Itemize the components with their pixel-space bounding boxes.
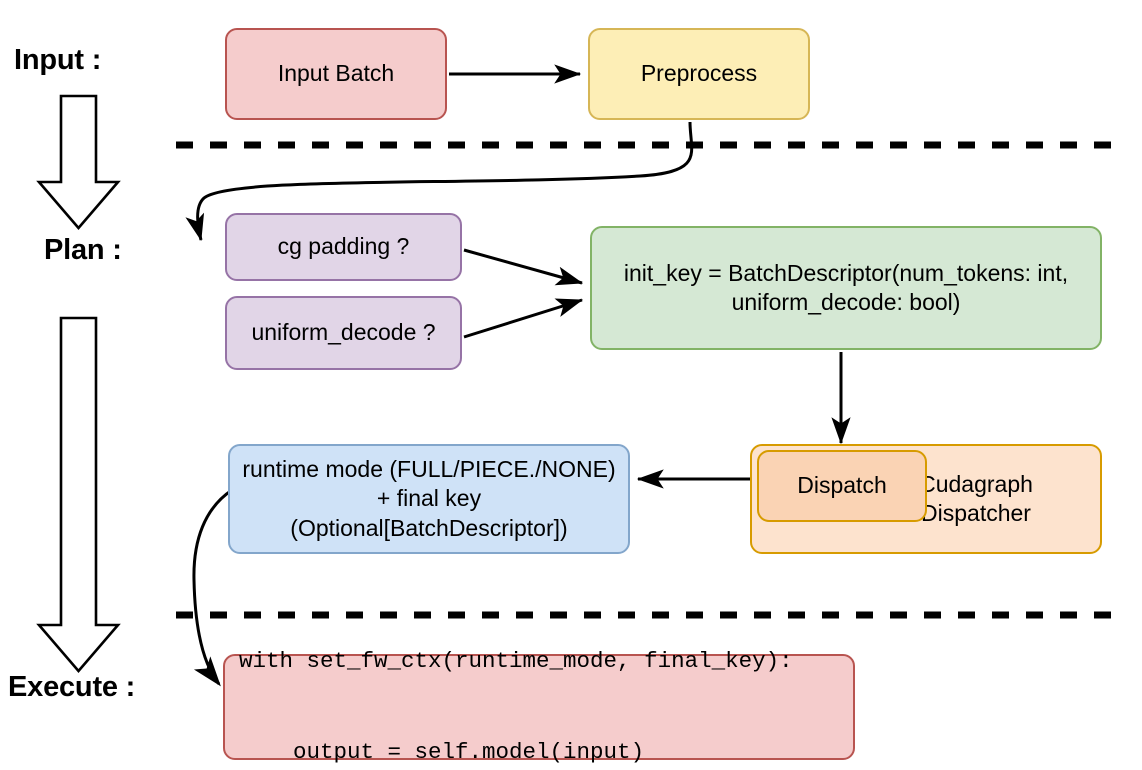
connector-runtime-mode-to-code-block xyxy=(192,488,233,687)
node-uniform-decode[interactable]: uniform_decode ? xyxy=(225,296,462,370)
node-runtime-mode[interactable]: runtime mode (FULL/PIECE./NONE) + final … xyxy=(228,444,630,554)
input-to-plan-block-arrow xyxy=(36,94,121,230)
node-init-key[interactable]: init_key = BatchDescriptor(num_tokens: i… xyxy=(590,226,1102,350)
stage-label-plan: Plan : xyxy=(44,234,122,266)
node-cudagraph-dispatcher-line2: Dispatcher xyxy=(921,500,1031,526)
node-input-batch[interactable]: Input Batch xyxy=(225,28,447,120)
connector-uniform-decode-to-init-key xyxy=(463,298,584,339)
node-uniform-decode-label: uniform_decode ? xyxy=(251,319,436,346)
plan-to-execute-block-arrow xyxy=(36,316,121,673)
node-code-block-line2: output = self.model(input) xyxy=(239,739,645,766)
node-init-key-line2: uniform_decode: bool) xyxy=(731,289,961,315)
connector-cg-padding-to-init-key xyxy=(463,248,584,286)
node-code-block-line1: with set_fw_ctx(runtime_mode, final_key)… xyxy=(239,648,793,675)
node-preprocess[interactable]: Preprocess xyxy=(588,28,810,120)
node-code-block[interactable]: with set_fw_ctx(runtime_mode, final_key)… xyxy=(223,648,855,765)
node-cg-padding[interactable]: cg padding ? xyxy=(225,213,462,281)
node-dispatch[interactable]: Dispatch xyxy=(757,450,927,522)
stage-label-input: Input : xyxy=(14,44,102,76)
node-runtime-mode-line2: + final key (Optional[BatchDescriptor]) xyxy=(290,485,568,541)
node-runtime-mode-line1: runtime mode (FULL/PIECE./NONE) xyxy=(242,455,616,482)
node-dispatch-label: Dispatch xyxy=(797,472,887,499)
node-preprocess-label: Preprocess xyxy=(640,60,758,87)
node-init-key-line1: init_key = BatchDescriptor(num_tokens: i… xyxy=(623,259,1069,286)
node-cudagraph-dispatcher-line1: Cudagraph xyxy=(919,470,1033,497)
node-cg-padding-label: cg padding ? xyxy=(277,233,410,260)
stage-label-execute: Execute : xyxy=(8,671,136,703)
node-input-batch-label: Input Batch xyxy=(277,60,395,87)
